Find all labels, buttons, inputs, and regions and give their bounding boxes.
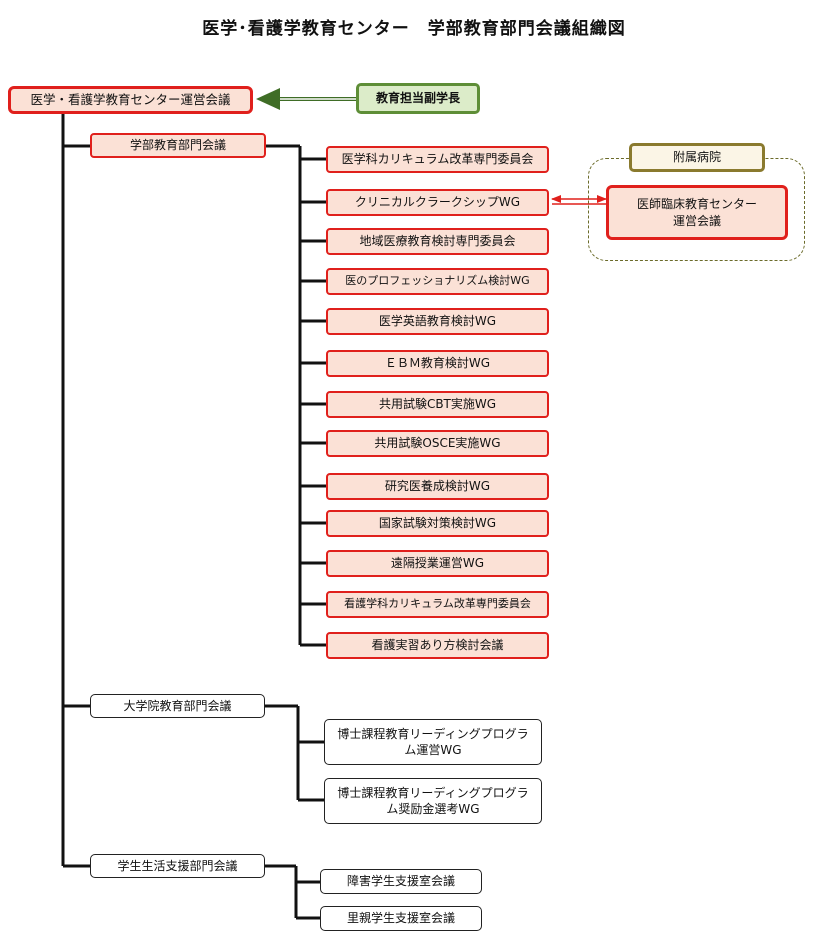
committee-box: 共用試験OSCE実施WG (326, 430, 549, 457)
committee-label: 共用試験CBT実施WG (378, 397, 497, 412)
top-council-label: 医学・看護学教育センター運営会議 (30, 91, 231, 107)
student-life-committee-label: 里親学生支援室会議 (346, 911, 455, 926)
affiliated-hospital-label: 附属病院 (672, 150, 721, 165)
committee-label: 国家試験対策検討WG (378, 516, 497, 531)
affiliated-hospital-box: 附属病院 (629, 143, 765, 172)
committee-box: 共用試験CBT実施WG (326, 391, 549, 418)
hospital-center-box: 医師臨床教育センター 運営会議 (606, 185, 788, 240)
committee-label: 看護学科カリキュラム改革専門委員会 (344, 597, 531, 611)
graduate-committee-label: 博士課程教育リーディングプログラム運営WG (337, 726, 529, 757)
committee-box: 地域医療教育検討専門委員会 (326, 228, 549, 255)
committee-box: 看護実習あり方検討会議 (326, 632, 549, 659)
student-life-committee-label: 障害学生支援室会議 (346, 874, 455, 889)
committee-box: 遠隔授業運営WG (326, 550, 549, 577)
committee-label: ＥＢＭ教育検討WG (384, 356, 491, 371)
student-life-council-label: 学生生活支援部門会議 (117, 858, 238, 873)
vice-president-arrow (256, 88, 356, 110)
committee-label: 医のプロフェッショナリズム検討WG (345, 274, 530, 288)
committee-label: 医学英語教育検討WG (378, 314, 497, 329)
graduate-council-label: 大学院教育部門会議 (123, 698, 232, 713)
student-life-committee-box: 里親学生支援室会議 (320, 906, 482, 931)
graduate-committee-box: 博士課程教育リーディングプログラム奨励金選考WG (324, 778, 542, 824)
student-life-council-box: 学生生活支援部門会議 (90, 854, 265, 878)
committee-box: 研究医養成検討WG (326, 473, 549, 500)
committee-label: 看護実習あり方検討会議 (371, 638, 504, 653)
committee-label: 地域医療教育検討専門委員会 (359, 234, 516, 249)
committee-label: 共用試験OSCE実施WG (374, 436, 501, 451)
committee-label: 遠隔授業運営WG (390, 556, 485, 571)
committee-label: 研究医養成検討WG (384, 479, 491, 494)
graduate-council-box: 大学院教育部門会議 (90, 694, 265, 718)
committee-label: 医学科カリキュラム改革専門委員会 (341, 152, 534, 167)
committee-box: 医学英語教育検討WG (326, 308, 549, 335)
clerkship-hospital-arrow (551, 195, 607, 205)
committee-box: 医学科カリキュラム改革専門委員会 (326, 146, 549, 173)
committee-box: 国家試験対策検討WG (326, 510, 549, 537)
committee-label: クリニカルクラークシップWG (354, 195, 521, 210)
committee-box: 看護学科カリキュラム改革専門委員会 (326, 591, 549, 618)
vice-president-box: 教育担当副学長 (356, 83, 480, 114)
graduate-committee-box: 博士課程教育リーディングプログラム運営WG (324, 719, 542, 765)
vice-president-label: 教育担当副学長 (375, 91, 460, 106)
page-title: 医学･看護学教育センター 学部教育部門会議組織図 (202, 19, 626, 39)
graduate-committee-label: 博士課程教育リーディングプログラム奨励金選考WG (337, 785, 529, 816)
hospital-center-label: 医師臨床教育センター 運営会議 (636, 197, 757, 228)
committee-box: クリニカルクラークシップWG (326, 189, 549, 216)
committee-box: ＥＢＭ教育検討WG (326, 350, 549, 377)
undergrad-council-box: 学部教育部門会議 (90, 133, 266, 158)
student-life-committee-box: 障害学生支援室会議 (320, 869, 482, 894)
top-council-box: 医学・看護学教育センター運営会議 (8, 86, 253, 114)
undergrad-council-label: 学部教育部門会議 (129, 138, 226, 153)
committee-box: 医のプロフェッショナリズム検討WG (326, 268, 549, 295)
